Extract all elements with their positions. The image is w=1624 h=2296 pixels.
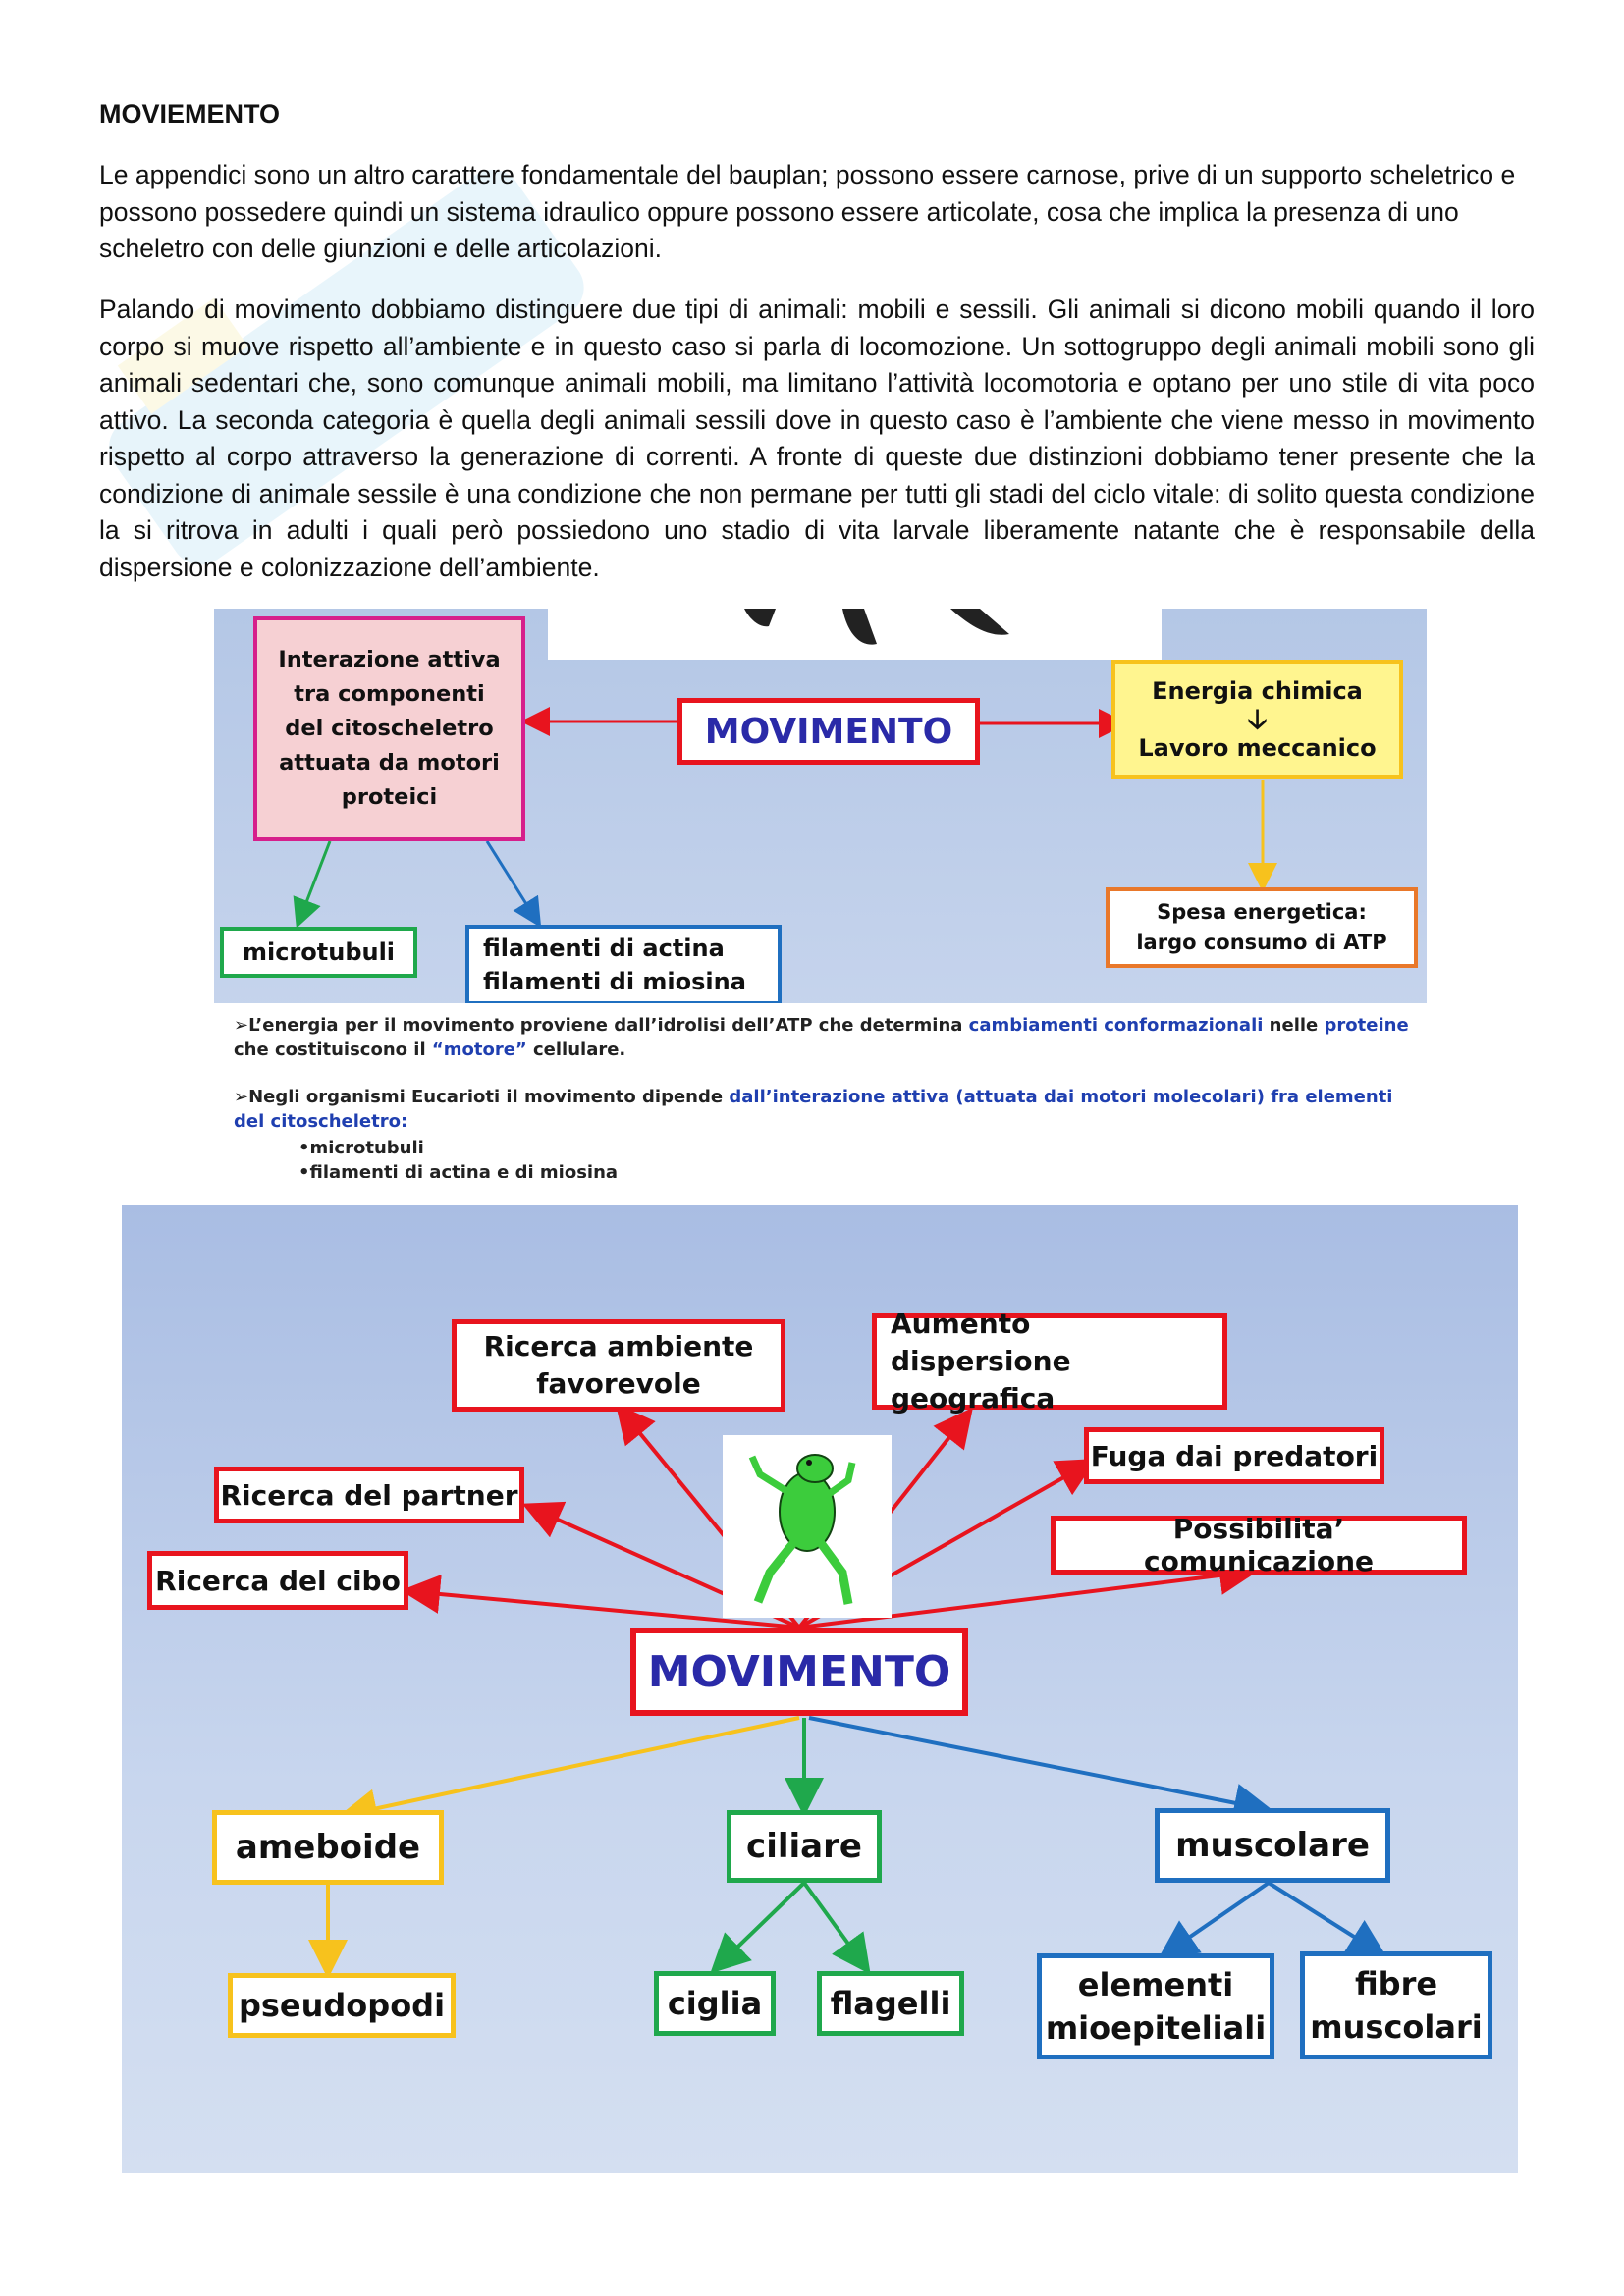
paragraph-appendici: Le appendici sono un altro carattere fon… xyxy=(99,160,1516,263)
center-movimento: MOVIMENTO xyxy=(677,698,980,765)
microtubuli-box: microtubuli xyxy=(220,927,417,978)
frog-image xyxy=(723,1435,892,1618)
center-movimento-2-label: MOVIMENTO xyxy=(647,1646,951,1697)
paragraph-movimento: Palando di movimento dobbiamo distinguer… xyxy=(99,294,1535,582)
ciglia-box: ciglia xyxy=(654,1971,776,2036)
ricerca-partner-box: Ricerca del partner xyxy=(214,1467,524,1523)
figure1-notes: ➢L’energia per il movimento proviene dal… xyxy=(214,1003,1427,1178)
ciliare-box: ciliare xyxy=(727,1810,882,1883)
filamenti-label: filamenti di actina filamenti di miosina xyxy=(483,934,746,995)
note-eucarioti: ➢Negli organismi Eucarioti il movimento … xyxy=(234,1087,1393,1132)
list-item: •filamenti di actina e di miosina xyxy=(298,1162,619,1178)
ameboide-label: ameboide xyxy=(235,1828,421,1867)
flagelli-label: flagelli xyxy=(830,1985,951,2022)
fuga-predatori-box: Fuga dai predatori xyxy=(1084,1427,1384,1484)
muscolare-box: muscolare xyxy=(1155,1808,1390,1883)
spesa-energetica-label: Spesa energetica: largo consumo di ATP xyxy=(1136,900,1387,954)
ricerca-ambiente-box: Ricerca ambiente favorevole xyxy=(452,1319,785,1412)
aumento-dispersione-box: Aumento dispersione geografica xyxy=(872,1308,1227,1415)
filamenti-box: filamenti di actina filamenti di miosina xyxy=(465,925,782,1005)
pseudopodi-box: pseudopodi xyxy=(228,1973,456,2038)
mioepiteliali-label: elementi mioepiteliali xyxy=(1045,1966,1267,2047)
ricerca-partner-label: Ricerca del partner xyxy=(220,1478,518,1512)
ameboide-box: ameboide xyxy=(212,1810,444,1885)
center-movimento-2: MOVIMENTO xyxy=(630,1628,968,1716)
microtubuli-label: microtubuli xyxy=(242,938,396,966)
comunicazione-label: Possibilita’ comunicazione xyxy=(1143,1513,1375,1577)
fibre-muscolari-box: fibre muscolari xyxy=(1300,1951,1492,2059)
arrow-down-icon: 🡣 xyxy=(1247,703,1268,735)
frog-icon xyxy=(748,1454,856,1605)
heading: MOVIEMENTO xyxy=(99,99,281,129)
ricerca-cibo-box: Ricerca del cibo xyxy=(147,1551,408,1610)
aumento-dispersione-label: Aumento dispersione geografica xyxy=(891,1308,1071,1415)
pseudopodi-label: pseudopodi xyxy=(238,1987,446,2024)
comunicazione-box: Possibilita’ comunicazione xyxy=(1051,1513,1467,1577)
left-box-label: Interazione attiva tra componenti del ci… xyxy=(278,647,501,810)
cropped-silhouette-icon xyxy=(744,609,1009,645)
fuga-predatori-label: Fuga dai predatori xyxy=(1090,1439,1379,1472)
list-item: •microtubuli xyxy=(298,1138,424,1158)
ricerca-ambiente-label: Ricerca ambiente favorevole xyxy=(483,1330,754,1400)
ciglia-label: ciglia xyxy=(667,1985,763,2022)
muscolare-label: muscolare xyxy=(1175,1826,1370,1865)
flagelli-box: flagelli xyxy=(817,1971,964,2036)
cropped-image-strip xyxy=(548,609,1162,660)
figure1-arrows xyxy=(293,707,1277,929)
center-movimento-label: MOVIMENTO xyxy=(704,711,953,752)
note-list: •microtubuli •filamenti di actina e di m… xyxy=(298,1136,618,1178)
figure-movimento-cellulare: Interazione attiva tra componenti del ci… xyxy=(214,609,1427,1178)
ricerca-cibo-label: Ricerca del cibo xyxy=(155,1564,401,1597)
ciliare-label: ciliare xyxy=(746,1827,862,1866)
figure-movimento-funzioni: Ricerca ambiente favorevole Aumento disp… xyxy=(122,1205,1518,2173)
energia-chimica-label: Energia chimica xyxy=(1152,677,1363,705)
left-box-interazione: Interazione attiva tra componenti del ci… xyxy=(253,616,525,841)
spesa-energetica-box: Spesa energetica: largo consumo di ATP xyxy=(1106,887,1418,968)
fibre-muscolari-label: fibre muscolari xyxy=(1310,1965,1483,2046)
mioepiteliali-box: elementi mioepiteliali xyxy=(1037,1953,1274,2059)
lavoro-meccanico-label: Lavoro meccanico xyxy=(1138,734,1377,762)
note-energia: ➢L’energia per il movimento proviene dal… xyxy=(234,1015,1409,1060)
right-box-energia: Energia chimica 🡣 Lavoro meccanico xyxy=(1111,660,1403,779)
